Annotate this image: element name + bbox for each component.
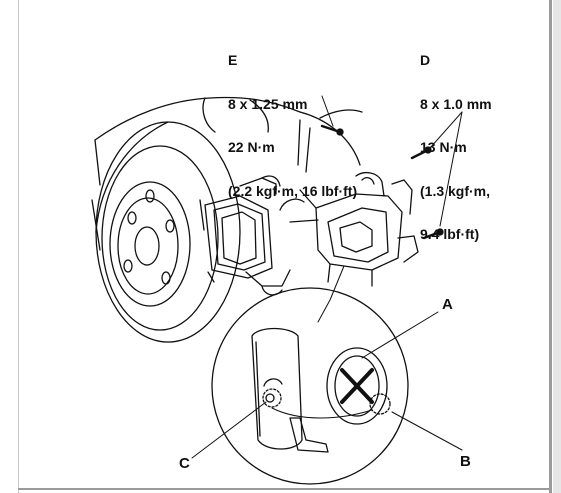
frame-right-margin [553, 0, 561, 493]
spec-d-letter: D [420, 52, 431, 68]
bolt-d-upper [410, 146, 432, 160]
spec-d-thread: 8 x 1.0 mm [420, 95, 492, 112]
bolt-e [320, 124, 344, 136]
callout-a: A [442, 296, 453, 313]
frame-left-edge [18, 0, 19, 493]
spec-e-letter: E [228, 52, 238, 68]
spec-e-thread: 8 x 1.25 mm [228, 95, 308, 112]
spec-d-label: D 8 x 1.0 mm 13 N·m (1.3 kgf·m, 9.4 lbf·… [420, 24, 492, 256]
bolt-d-lower [422, 228, 444, 240]
callout-b: B [460, 453, 471, 470]
spec-d-torque-alt-1: (1.3 kgf·m, [420, 182, 491, 199]
caliper-bracket [199, 175, 291, 296]
spec-e-label: E 8 x 1.25 mm 22 N·m (2.2 kgf·m, 16 lbf·… [228, 24, 357, 213]
spec-e-torque-alt: (2.2 kgf·m, 16 lbf·ft) [228, 182, 358, 199]
frame-right-edge [549, 0, 552, 493]
detail-magnifier [211, 287, 409, 485]
spec-d-torque-alt-2: 9.4 lbf·ft) [420, 226, 480, 242]
callout-leaders [191, 311, 463, 459]
spec-d-torque: 13 N·m [420, 139, 467, 155]
spec-e-torque: 22 N·m [228, 139, 275, 155]
brake-disc [95, 121, 241, 343]
callout-c: C [179, 455, 190, 472]
caliper-body [279, 171, 419, 287]
leader-lines [317, 95, 463, 323]
frame-bottom-edge [18, 488, 550, 490]
